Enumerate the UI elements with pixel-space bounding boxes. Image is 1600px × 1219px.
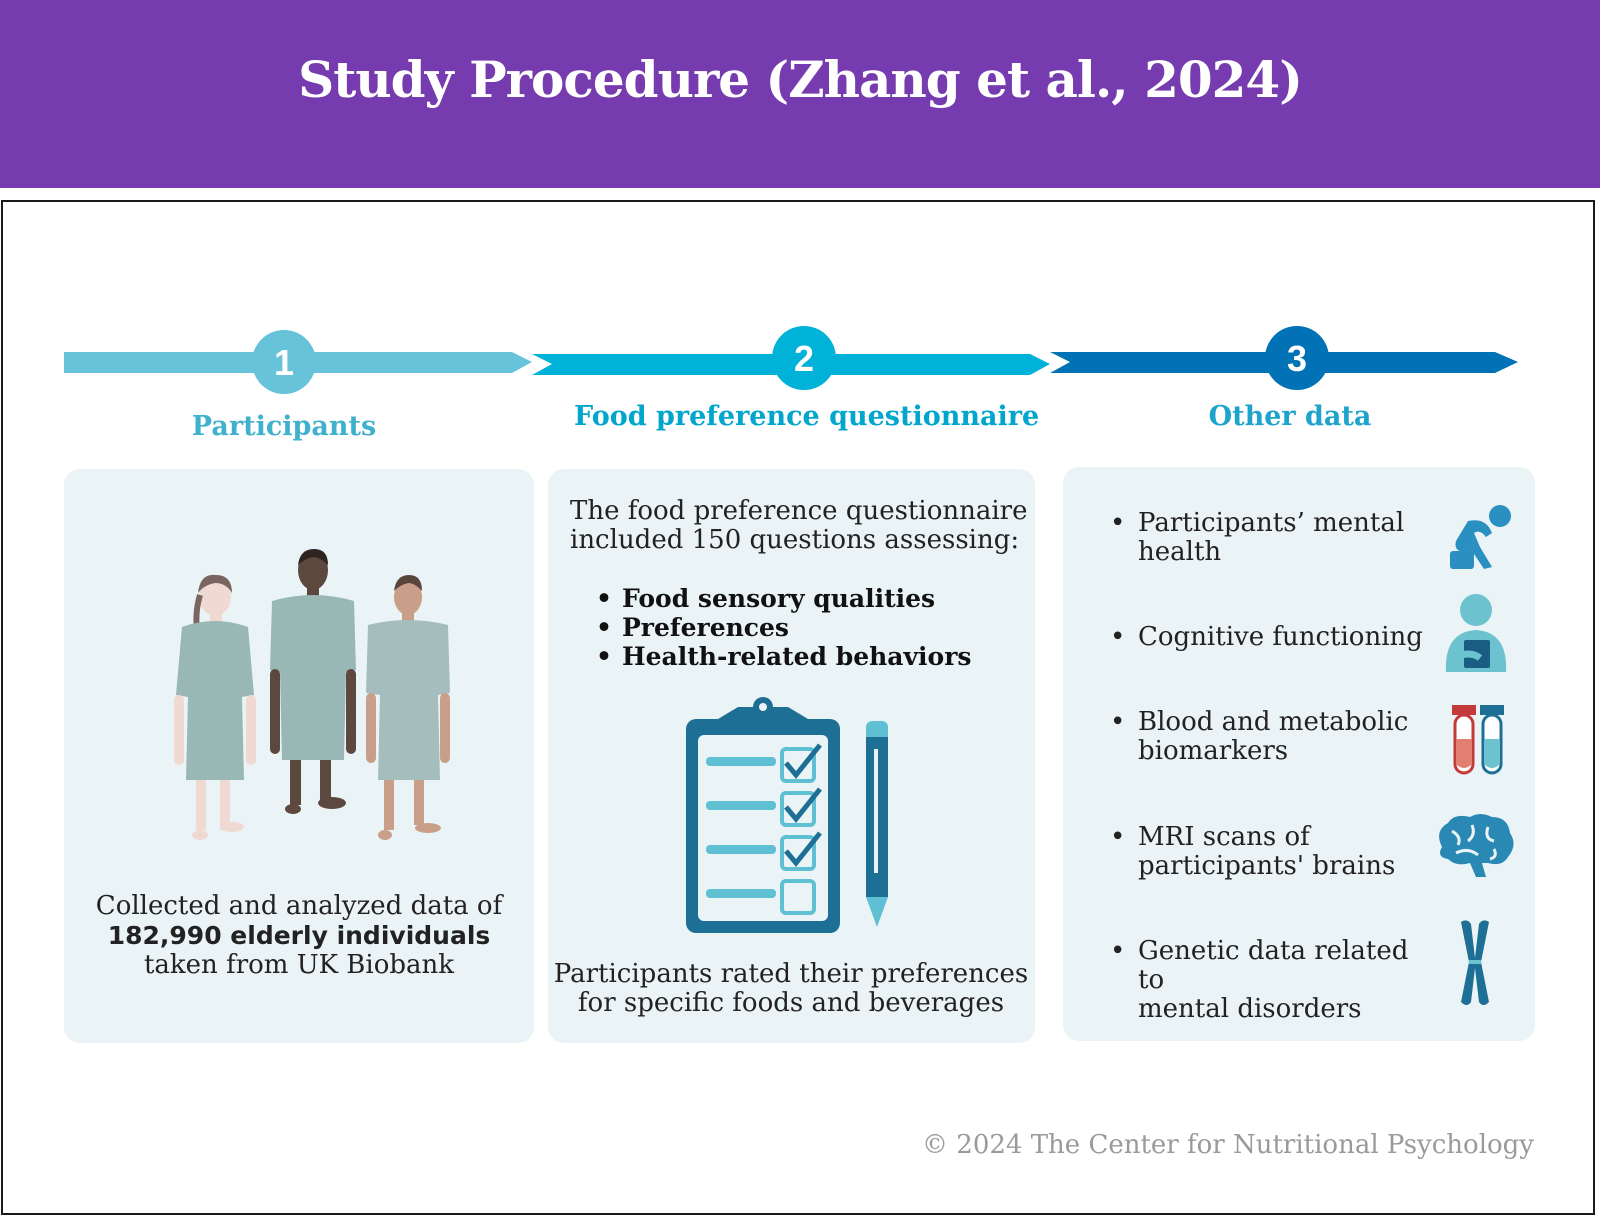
step1-title: Participants: [191, 411, 377, 442]
step1-number: 1: [274, 342, 294, 383]
header-banner: Study Procedure (Zhang et al., 2024): [0, 0, 1600, 188]
other-data-item: • Cognitive functioning: [1110, 623, 1430, 652]
chromosome-icon: [1461, 920, 1489, 1005]
page-title: Study Procedure (Zhang et al., 2024): [298, 50, 1303, 109]
questionnaire-intro: The food preference questionnaire includ…: [570, 497, 1030, 555]
step3-number: 3: [1287, 338, 1307, 379]
other-data-item-line1: Participants’ mental: [1138, 508, 1405, 538]
patient-man-right: [366, 575, 450, 840]
step2-title: Food preference questionnaire: [574, 401, 1040, 432]
participants-line3: taken from UK Biobank: [143, 950, 455, 980]
questionnaire-summary-line1: Participants rated their preferences: [553, 959, 1029, 989]
other-data-item: • MRI scans of participants' brains: [1110, 823, 1430, 881]
step1-circle: [252, 330, 316, 394]
step3-title: Other data: [1208, 401, 1372, 432]
patient-woman: [174, 574, 256, 840]
other-data-item-line2: mental disorders: [1138, 994, 1362, 1024]
questionnaire-intro-line2: included 150 questions assessing:: [570, 525, 1020, 555]
clipboard-checklist-icon: [686, 697, 888, 933]
brain-icon: [1439, 814, 1514, 877]
participants-line1: Collected and analyzed data of: [95, 891, 503, 921]
other-data-item: • Blood and metabolic biomarkers: [1110, 708, 1430, 766]
other-data-item-line1: MRI scans of: [1138, 822, 1310, 852]
other-data-item-line2: participants' brains: [1138, 851, 1396, 881]
other-data-item: • Participants’ mental health: [1110, 509, 1430, 567]
questionnaire-summary: Participants rated their preferences for…: [548, 960, 1034, 1018]
questionnaire-items: Food sensory qualities Preferences Healt…: [596, 584, 971, 671]
participants-description: Collected and analyzed data of 182,990 e…: [64, 892, 534, 980]
questionnaire-intro-line1: The food preference questionnaire: [570, 496, 1028, 526]
other-data-item: • Genetic data related to mental disorde…: [1110, 937, 1430, 1024]
other-data-item-line1: Cognitive functioning: [1138, 622, 1423, 652]
cognitive-icon: [1445, 594, 1507, 672]
step2-number: 2: [794, 338, 814, 379]
step3-circle: [1265, 326, 1329, 390]
participants-count: 182,990 elderly individuals: [107, 921, 491, 950]
test-tubes-icon: [1452, 705, 1504, 775]
other-data-item-line2: health: [1138, 537, 1222, 567]
other-data-item-line1: Genetic data related to: [1138, 936, 1409, 995]
step2-circle: [772, 326, 836, 390]
other-data-item-line1: Blood and metabolic: [1138, 707, 1409, 737]
other-data-item-line2: biomarkers: [1138, 736, 1289, 766]
copyright-footer: © 2024 The Center for Nutritional Psycho…: [922, 1130, 1534, 1160]
questionnaire-item: Health-related behaviors: [596, 642, 971, 671]
questionnaire-summary-line2: for specific foods and beverages: [577, 988, 1005, 1018]
questionnaire-item: Preferences: [596, 613, 971, 642]
patients-illustration-icon: [174, 549, 450, 840]
questionnaire-item: Food sensory qualities: [596, 584, 971, 613]
mental-health-icon: [1450, 505, 1511, 569]
patient-man-middle: [270, 549, 356, 814]
